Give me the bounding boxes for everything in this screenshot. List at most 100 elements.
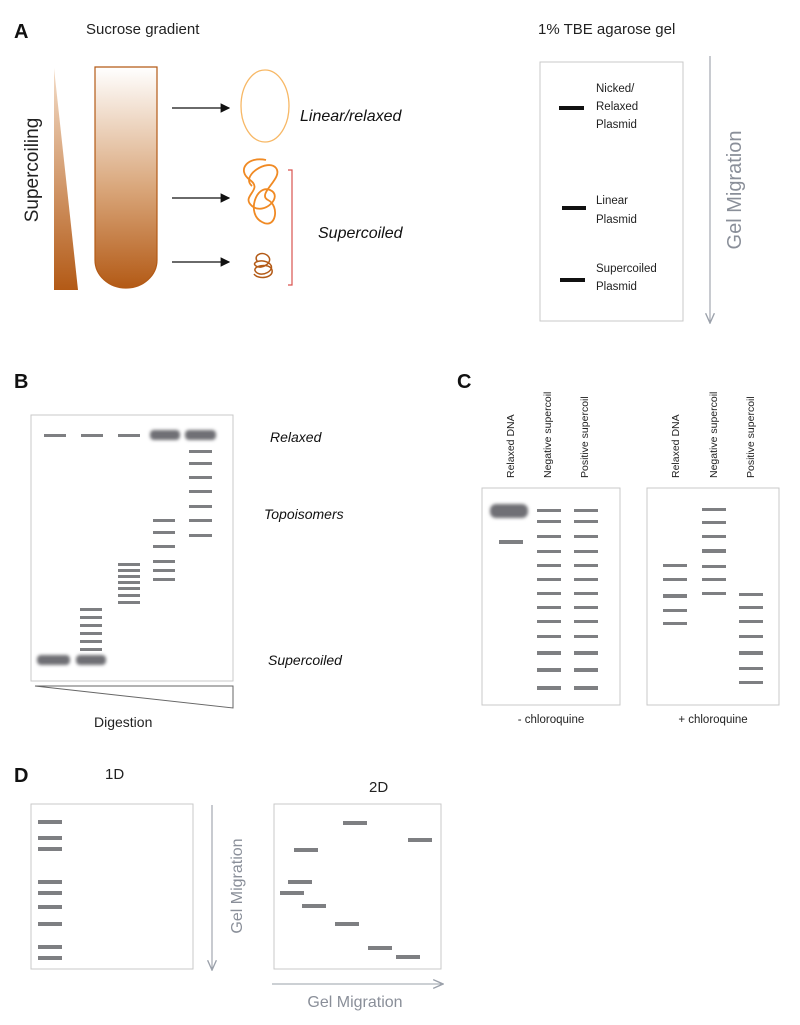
band [118,569,140,572]
panel-b: B [14,371,344,730]
panel-b-letter: B [14,371,28,393]
supercoiled-bracket [288,169,293,286]
supercoiled-label-b: Supercoiled [268,652,343,668]
lane-label-relaxed-plus: Relaxed DNA [670,414,682,478]
lane-label-relaxed-minus: Relaxed DNA [505,414,517,478]
band [574,578,598,581]
band [537,635,561,638]
band [702,565,726,568]
band [189,519,212,522]
band [189,462,212,465]
band [574,535,598,538]
relaxed-plasmid-icon [240,69,290,143]
band [574,635,598,638]
twod-label: 2D [369,779,388,796]
band [153,545,175,548]
gel-d-1d-box [30,803,194,970]
band [153,519,175,522]
supercoiled-plasmid-icon [243,158,279,225]
gel-label-nicked: Nicked/ Relaxed Plasmid [596,83,641,131]
band [663,594,687,598]
band [368,946,392,950]
band [537,651,561,655]
band [118,594,140,597]
band [38,880,62,884]
band-relaxed-blur [490,504,528,518]
digestion-label: Digestion [94,714,152,730]
band [80,632,102,635]
band [189,490,212,493]
band [537,592,561,595]
band [153,531,175,534]
gel-c-plus-bands [663,508,763,684]
band [38,820,62,824]
lane-label-negative-plus: Negative supercoil [708,392,720,478]
band [702,535,726,538]
band [739,635,763,638]
gel-c-minus-box [481,487,621,706]
supercoiling-wedge [54,68,78,290]
gel-a-box [539,61,684,322]
band [80,616,102,619]
band [118,601,140,604]
band [574,686,598,690]
band [80,624,102,627]
compact-supercoil-icon [253,252,273,279]
band [537,578,561,581]
band [663,578,687,581]
gel-b-box [30,414,234,682]
band [38,836,62,840]
gel-d-2d-bands [280,821,432,959]
band [189,450,212,453]
panel-a: A Sucrose gradient Supercoiling Linear/r… [14,21,746,322]
band [574,668,598,672]
band [537,509,561,512]
gradient-title: Sucrose gradient [86,21,200,38]
band [118,434,140,437]
gel-band-linear [562,206,586,210]
band [189,534,212,537]
band [118,575,140,578]
band [118,587,140,590]
band [537,550,561,553]
plus-chloroquine-label: + chloroquine [678,714,747,726]
band [499,540,523,544]
sucrose-tube [94,66,158,289]
minus-chloroquine-label: - chloroquine [518,714,584,726]
panel-d: D 1D 2D Gel Migration [14,765,442,1011]
gel-d-1d-bands [38,820,62,960]
band [288,880,312,884]
band [702,508,726,511]
panel-c-letter: C [457,371,471,393]
panel-d-letter: D [14,765,28,787]
band [702,521,726,524]
band-relaxed-blur [185,430,216,440]
band [702,592,726,595]
band [537,520,561,523]
panel-a-letter: A [14,21,28,43]
band [739,593,763,596]
band [81,434,103,437]
gel-b-bands [37,430,216,665]
band [537,535,561,538]
band [574,509,598,512]
gel-migration-label-d-vertical: Gel Migration [229,838,246,933]
band [153,560,175,563]
band [80,608,102,611]
band [80,640,102,643]
lane-label-positive-plus: Positive supercoil [745,396,757,478]
band-supercoiled-blur [76,655,106,665]
band [343,821,367,825]
supercoiled-label: Supercoiled [318,225,404,242]
band [302,904,326,908]
relaxed-label: Relaxed [270,429,323,445]
band [702,578,726,581]
band [189,476,212,479]
band [280,891,304,895]
topoisomers-label: Topoisomers [264,506,344,522]
gel-title: 1% TBE agarose gel [538,21,675,38]
gel-migration-label-a: Gel Migration [724,131,746,250]
supercoiling-label: Supercoiling [22,118,43,223]
band [118,581,140,584]
